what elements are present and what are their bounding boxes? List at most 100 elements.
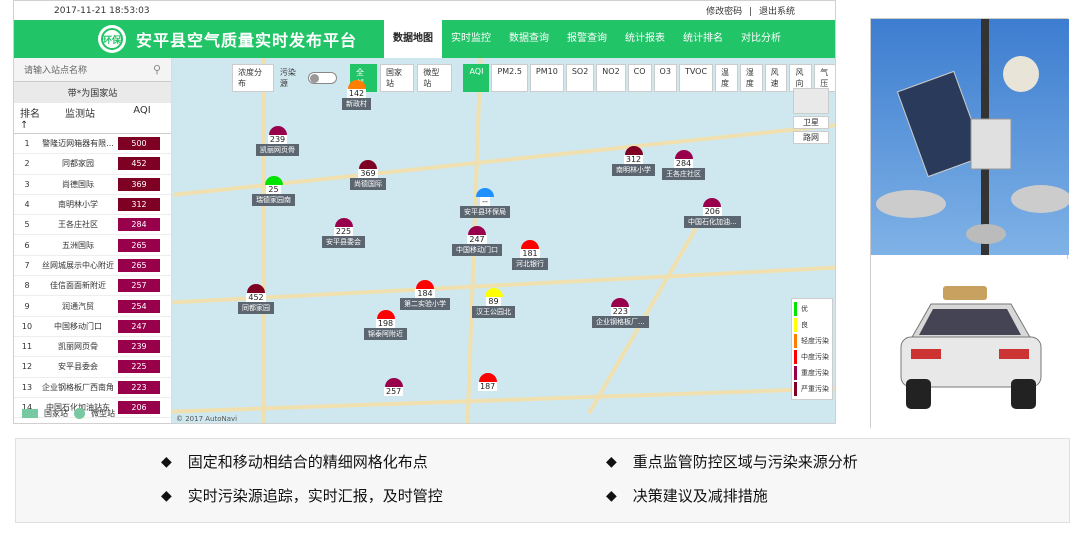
aqi-dot xyxy=(384,378,403,387)
aqi-legend-item: 重度污染 xyxy=(794,365,830,381)
search-icon[interactable]: ⚲ xyxy=(152,63,161,76)
nav-item[interactable]: 统计报表 xyxy=(625,33,665,44)
marker-label: 安平县委会 xyxy=(322,236,365,248)
pollutant-tab[interactable]: PM2.5 xyxy=(491,64,528,92)
marker-aqi: 89 xyxy=(486,297,501,306)
pollutant-tab[interactable]: TVOC xyxy=(678,64,714,92)
marker-label: 新政村 xyxy=(342,98,371,110)
pollutant-tab[interactable]: NO2 xyxy=(596,64,626,92)
station-filter-micro[interactable]: 微型站 xyxy=(417,64,452,92)
nav-item[interactable]: 报警查询 xyxy=(567,33,607,44)
logo-mark: 环保 xyxy=(101,28,123,50)
marker-label: 中国移动门口 xyxy=(452,244,502,256)
marker-aqi: 187 xyxy=(478,382,498,391)
pollutant-tab[interactable]: 风向 xyxy=(789,64,813,92)
search-input[interactable]: 请输入站点名称 xyxy=(24,66,88,76)
station-legend: 国家站 微型站 xyxy=(22,408,115,419)
pollutant-tab[interactable]: 湿度 xyxy=(739,64,763,92)
aqi-level-swatch xyxy=(794,302,797,316)
pollutant-tab[interactable]: 温度 xyxy=(715,64,738,92)
pollutant-tab[interactable]: SO2 xyxy=(565,64,595,92)
roadnet-button[interactable]: 路网 xyxy=(793,131,829,144)
pollution-source-label: 污染源 xyxy=(279,68,296,88)
station-marker[interactable]: 187 xyxy=(478,373,498,391)
marker-label: 瑞德家园南 xyxy=(252,194,295,206)
nav-item[interactable]: 统计排名 xyxy=(683,33,723,44)
map-type-thumbnail[interactable] xyxy=(793,88,829,114)
aqi-legend-item: 轻度污染 xyxy=(794,333,830,349)
legend-national-label: 国家站 xyxy=(44,409,68,418)
aqi-dot xyxy=(359,160,377,169)
change-password-link[interactable]: 修改密码 xyxy=(706,7,743,17)
separator: | xyxy=(749,7,753,17)
pollutant-tab[interactable]: AQI xyxy=(463,64,490,92)
nav-item[interactable]: 实时监控 xyxy=(451,33,491,44)
aqi-level-label: 优 xyxy=(801,305,808,313)
pollutant-tab[interactable]: CO xyxy=(627,64,652,92)
data-map[interactable]: 浓度分布 污染源 全部 国家站 微型站 AQIPM2.5PM10SO2NO2CO… xyxy=(172,58,835,423)
pollutant-tab[interactable]: 风速 xyxy=(764,64,788,92)
marker-aqi: 369 xyxy=(358,169,378,178)
pollutant-tab[interactable]: PM10 xyxy=(529,64,564,92)
nav-item[interactable]: 对比分析 xyxy=(741,33,781,44)
marker-aqi: 142 xyxy=(346,89,367,98)
page-title: 安平县空气质量实时发布平台 xyxy=(136,31,358,50)
mobile-monitor-car-photo xyxy=(871,259,1069,429)
marker-label: 尚德国际 xyxy=(350,178,386,190)
bullet-icon: ◆ xyxy=(606,453,617,470)
table-row[interactable]: 14中国石化加油站东206 xyxy=(14,398,171,419)
station-name-cell: 佳信面面新附近 xyxy=(50,281,106,291)
search-bar[interactable]: 请输入站点名称 ⚲ xyxy=(14,58,171,82)
nav-item[interactable]: 数据查询 xyxy=(509,33,549,44)
nav-item[interactable]: 数据地图 xyxy=(384,20,442,58)
distribution-button[interactable]: 浓度分布 xyxy=(232,64,274,92)
station-filter-national[interactable]: 国家站 xyxy=(379,64,415,92)
pollution-source-toggle[interactable] xyxy=(308,72,337,84)
aqi-cell: 254 xyxy=(118,299,160,313)
col-aqi: AQI xyxy=(133,105,151,116)
station-name-cell: 企业钢格板厂西南角 xyxy=(42,382,114,392)
map-copyright: © 2017 AutoNavi xyxy=(176,415,238,423)
pollutant-tab[interactable]: O3 xyxy=(653,64,677,92)
marker-label: 中国石化加油... xyxy=(684,216,741,228)
ranking-table-header: 排名↑ 监测站 AQI xyxy=(14,103,171,134)
logout-link[interactable]: 退出系统 xyxy=(758,7,795,17)
satellite-button[interactable]: 卫星 xyxy=(793,116,829,129)
aqi-level-swatch xyxy=(794,350,797,364)
marker-label: 企业钢格板厂... xyxy=(592,316,649,328)
station-marker[interactable]: 257 xyxy=(384,378,404,396)
station-marker[interactable]: --安平县环保局 xyxy=(460,188,510,218)
col-rank[interactable]: 排名↑ xyxy=(20,109,40,131)
bullet-icon: ◆ xyxy=(161,453,172,470)
aqi-dot xyxy=(347,80,366,89)
